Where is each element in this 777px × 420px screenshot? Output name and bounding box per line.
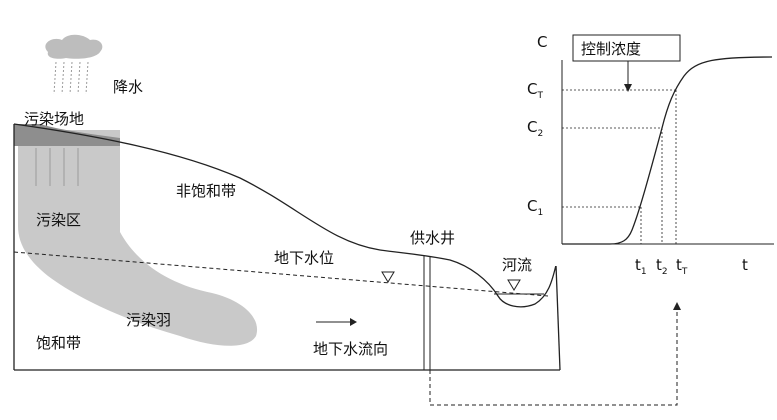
contaminated-site: [14, 124, 120, 146]
tt-label: tT: [676, 256, 688, 277]
c1-label: C1: [527, 197, 543, 218]
section-border: [13, 124, 561, 371]
river-level-marker: [507, 279, 521, 291]
well-label: 供水井: [410, 229, 455, 247]
control-box-label: 控制浓度: [581, 40, 641, 58]
zone-label: 污染区: [36, 211, 81, 229]
concentration-graph: C t 控制浓度 CT C2 C1 t1 t2 tT: [527, 24, 776, 277]
unsat-label: 非饱和带: [176, 182, 236, 200]
flow-label: 地下水流向: [313, 340, 388, 358]
graph-background: [554, 24, 776, 266]
site-label: 污染场地: [24, 110, 84, 128]
control-box: [572, 34, 681, 62]
water-table-marker: [381, 271, 395, 283]
x-axis-label: t: [742, 256, 748, 274]
flow-arrow: [316, 318, 357, 326]
link-dashed-line: [429, 308, 678, 406]
link-arrowhead: [673, 302, 681, 310]
breakthrough-curve: [562, 56, 773, 245]
infiltration-streaks: [35, 148, 79, 186]
t2-label: t2: [656, 256, 668, 277]
t1-label: t1: [635, 256, 647, 277]
rain-streaks: [53, 61, 89, 95]
reference-lines: [562, 89, 677, 244]
ground-surface: [13, 123, 557, 308]
water-table-line: [13, 251, 549, 297]
supply-well: [423, 256, 431, 370]
control-pointer-head: [624, 84, 632, 92]
river-label: 河流: [502, 256, 532, 274]
rain-cloud: [45, 34, 103, 95]
c2-label: C2: [527, 118, 543, 139]
plume-label: 污染羽: [126, 311, 171, 329]
cloud-icon: [45, 34, 103, 59]
y-axis-label: C: [537, 33, 547, 51]
sat-label: 饱和带: [36, 334, 81, 352]
watertable-label: 地下水位: [274, 249, 334, 267]
ct-label: CT: [527, 80, 543, 101]
rain-label: 降水: [113, 78, 143, 96]
